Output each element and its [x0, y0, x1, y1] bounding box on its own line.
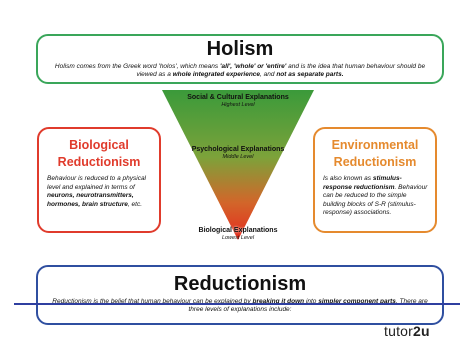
tutor2u-logo: tutor2u — [384, 323, 430, 339]
environmental-title: Environmental Reductionism — [331, 138, 419, 169]
holism-description: Holism comes from the Greek word 'holos'… — [48, 63, 432, 79]
holism-desc-bold: whole integrated experience — [172, 71, 261, 78]
level-psychological: Psychological Explanations Middle Level — [162, 145, 314, 161]
biological-body-part: , etc. — [127, 200, 142, 208]
reductionism-title: Reductionism — [173, 273, 307, 295]
reductionism-desc-part: into — [304, 298, 319, 305]
biological-title: Biological Reductionism — [57, 138, 141, 169]
holism-desc-part: , and — [260, 71, 277, 78]
environmental-reductionism-box: Environmental Reductionism Is also known… — [313, 127, 437, 233]
level-title: Biological Explanations — [198, 227, 278, 234]
level-title: Psychological Explanations — [191, 146, 285, 153]
reductionism-desc-bold: simpler component parts — [318, 298, 396, 305]
reductionism-description: Reductionism is the belief that human be… — [48, 298, 432, 314]
biological-body: Behaviour is reduced to a physical level… — [47, 175, 153, 209]
reductionism-desc-part: . There are three levels of explanations… — [188, 298, 428, 313]
level-subtitle: Highest Level — [221, 102, 255, 108]
holism-title: Holism — [206, 38, 274, 60]
biological-body-bold: neurons, neurotransmitters, hormones, br… — [47, 192, 134, 208]
holism-desc-bold: not as separate parts. — [276, 71, 344, 78]
reductionism-desc-part: Reductionism is the belief that human be… — [52, 298, 253, 305]
level-subtitle: Lowest Level — [221, 235, 255, 241]
environmental-body-part: Is also known as — [323, 175, 373, 182]
biological-reductionism-box: Biological Reductionism Behaviour is red… — [37, 127, 161, 233]
pyramid-triangle — [162, 90, 314, 240]
logo-text-bold: 2u — [413, 323, 430, 339]
holism-box: Holism Holism comes from the Greek word … — [36, 34, 444, 84]
environmental-body-part: . Behaviour can be reduced to the simple… — [323, 183, 428, 217]
level-biological: Biological Explanations Lowest Level — [162, 226, 314, 242]
footer-divider — [14, 303, 460, 305]
logo-text: tutor — [384, 323, 414, 339]
holism-desc-part: and is the idea that human behaviour sho… — [136, 63, 426, 78]
environmental-body: Is also known as stimulus-response reduc… — [323, 175, 429, 218]
level-social-cultural: Social & Cultural Explanations Highest L… — [162, 93, 314, 109]
level-title: Social & Cultural Explanations — [187, 94, 289, 101]
reductionism-box: Reductionism Reductionism is the belief … — [36, 265, 444, 325]
biological-body-part: Behaviour is reduced to a physical level… — [47, 175, 147, 191]
level-subtitle: Middle Level — [222, 154, 254, 160]
reductionism-desc-bold: breaking it down — [252, 298, 305, 305]
holism-desc-bold: 'all', 'whole' or 'entire' — [219, 63, 287, 70]
holism-desc-part: Holism comes from the Greek word 'holos'… — [54, 63, 220, 70]
levels-pyramid — [162, 90, 314, 240]
environmental-body-bold: stimulus-response reductionism — [323, 175, 402, 191]
